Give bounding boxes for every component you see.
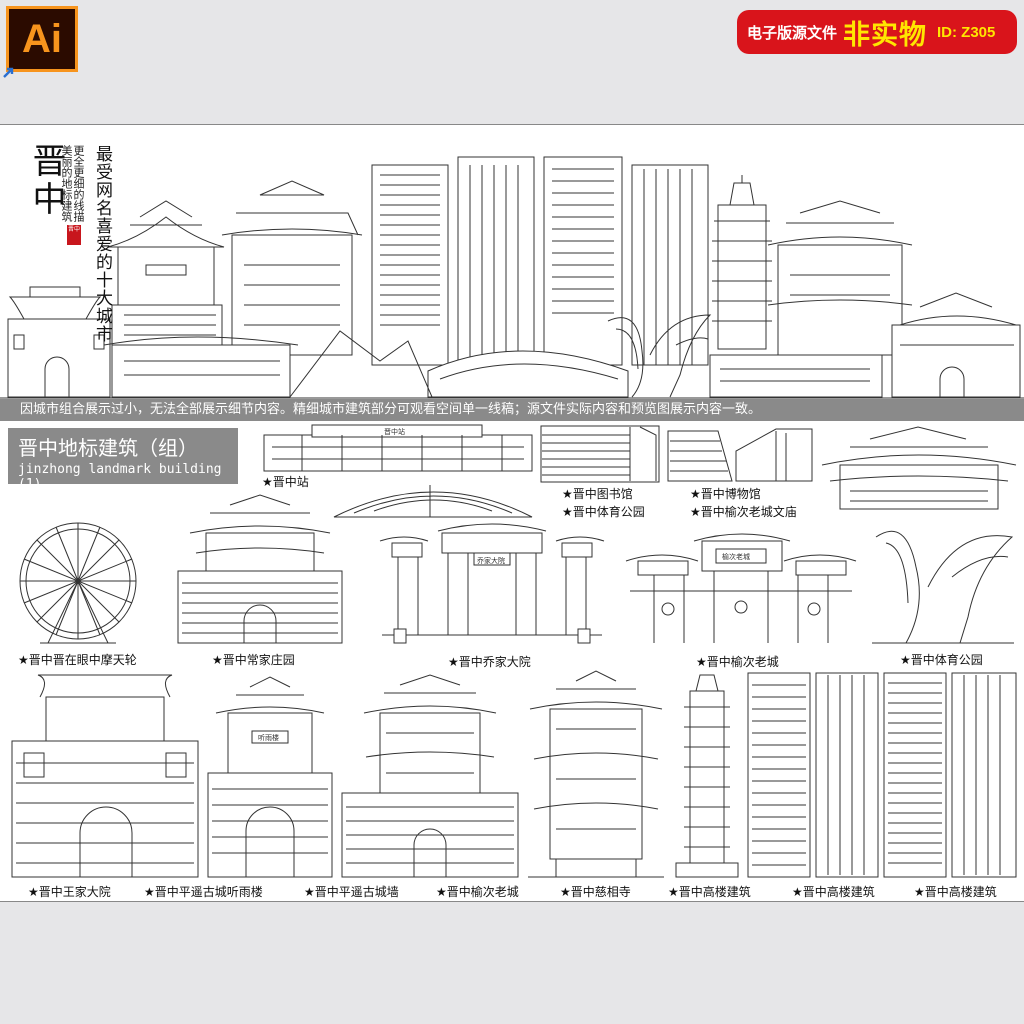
yuci-gate-drawing: 榆次老城 <box>625 533 857 643</box>
label-changjia: ★晋中常家庄园 <box>212 653 295 667</box>
label-tower-2: ★晋中高楼建筑 <box>792 885 875 899</box>
pagoda-drawing <box>675 674 739 878</box>
skyline-composition <box>0 156 1024 399</box>
library-drawing <box>540 425 660 483</box>
label-pingyao-wall: ★晋中平遥古城墙 <box>304 885 399 899</box>
yuci-tower-drawing <box>528 670 664 878</box>
shortcut-arrow-icon <box>3 67 14 78</box>
badge-id: ID: Z305 <box>937 23 996 41</box>
skyline-station-shell <box>427 350 629 398</box>
label-confucian-temple: ★晋中榆次老城文庙 <box>690 505 797 519</box>
tagline-main: 最受网名喜爱的十大城市 <box>92 145 112 343</box>
changjia-drawing <box>177 494 343 644</box>
skyline-right-palace <box>709 200 1021 398</box>
skyline-high-rises <box>371 156 709 366</box>
badge-digital-file: 电子版源文件 <box>747 24 838 42</box>
label-qiaojia: ★晋中乔家大院 <box>448 655 531 669</box>
label-tower-3: ★晋中高楼建筑 <box>914 885 997 899</box>
confucian-temple-drawing <box>821 426 1017 510</box>
skyline-cixiang-pavilion <box>103 180 363 398</box>
label-museum: ★晋中博物馆 <box>690 487 761 501</box>
sports-park-sculpture-drawing <box>872 530 1014 644</box>
notice-bar: 因城市组合展示过小，无法全部展示细节内容。精细城市建筑部分可观看空间单一线稿；源… <box>0 399 1024 421</box>
pingyao-wall-drawing <box>341 674 519 878</box>
tagline-sub-line-1: 更全更细的线描 <box>72 145 85 222</box>
museum-drawing <box>667 428 813 482</box>
yuci-plaque: 榆次老城 <box>722 552 750 561</box>
label-library: ★晋中图书馆 <box>562 487 633 501</box>
qiaojia-drawing: 乔家大院 <box>379 523 605 644</box>
artwork-canvas: 晋中 晋中 最受网名喜爱的十大城市 更全更细的线描 美丽的地标建筑 因城市组合展… <box>0 124 1024 902</box>
product-badge: 电子版源文件 非实物 ID: Z305 <box>737 10 1017 54</box>
label-tower-1: ★晋中高楼建筑 <box>668 885 751 899</box>
tingyu-plaque: 听雨楼 <box>258 733 279 742</box>
label-station: ★晋中站 <box>262 475 309 489</box>
label-sports-park-b: ★晋中体育公园 <box>900 653 983 667</box>
station-shell-drawing <box>333 485 533 518</box>
label-cixiang: ★晋中慈相寺 <box>560 885 631 899</box>
high-rises-drawing <box>747 672 1017 878</box>
red-seal: 晋中 <box>67 225 81 245</box>
tagline-sub-line-2: 美丽的地标建筑 <box>60 145 73 222</box>
label-ferris-wheel: ★晋中晋在眼中摩天轮 <box>18 653 137 667</box>
qiaojia-plaque: 乔家大院 <box>477 556 505 565</box>
label-wangjia: ★晋中王家大院 <box>28 885 111 899</box>
ferris-wheel-drawing <box>19 522 137 644</box>
wangjia-drawing <box>11 674 199 878</box>
label-yuci-tower: ★晋中榆次老城 <box>436 885 519 899</box>
badge-not-physical: 非实物 <box>843 19 928 50</box>
set-title-box: 晋中地标建筑（组） jinzhong landmark building (1) <box>8 428 238 492</box>
skyline-sculpture <box>607 314 712 398</box>
label-sports-park-a: ★晋中体育公园 <box>562 505 645 519</box>
station-drawing: 晋中站 <box>263 424 533 472</box>
skyline-pagoda <box>712 175 772 350</box>
label-yuci-gate: ★晋中榆次老城 <box>696 655 779 669</box>
set-title: 晋中地标建筑（组） <box>18 436 198 460</box>
illustrator-logo: Ai <box>6 6 78 72</box>
set-subtitle: jinzhong landmark building (1) <box>18 462 222 492</box>
tagline-sub: 更全更细的线描 美丽的地标建筑 <box>60 145 85 222</box>
label-tingyu-tower: ★晋中平遥古城听雨楼 <box>144 885 263 899</box>
station-plaque: 晋中站 <box>384 427 405 436</box>
skyline-gate-left <box>7 286 111 398</box>
city-title: 晋中 <box>26 143 66 219</box>
tingyu-tower-drawing: 听雨楼 <box>207 676 333 878</box>
